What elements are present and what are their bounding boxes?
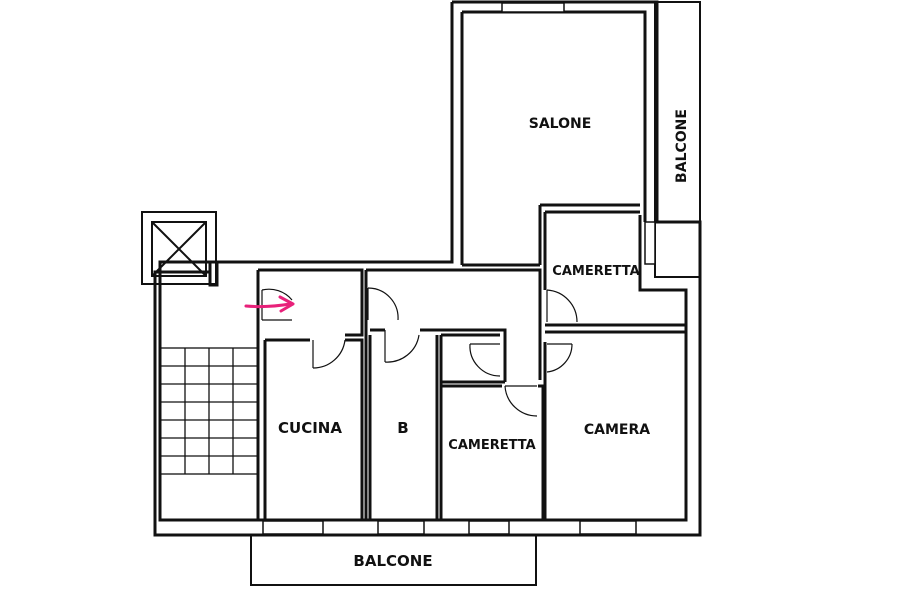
- label-salone: SALONE: [529, 116, 592, 132]
- elevator-shaft-icon: [141, 211, 217, 285]
- balcone-bottom: [250, 535, 537, 586]
- interior-walls: [256, 203, 686, 520]
- room-labels: SALONE BALCONE CAMERETTA CUCINA B CAMERE…: [278, 109, 690, 570]
- label-cameretta-top: CAMERETTA: [552, 264, 639, 279]
- label-cucina: CUCINA: [278, 419, 342, 437]
- doors: [261, 287, 578, 417]
- label-balcone-right: BALCONE: [674, 109, 690, 183]
- balcone-right: [654, 1, 701, 278]
- arrow-right-icon: [244, 295, 295, 313]
- label-bagno: B: [397, 419, 408, 437]
- staircase: [159, 347, 259, 475]
- label-camera: CAMERA: [584, 422, 650, 438]
- windows: [262, 2, 656, 535]
- label-balcone-bottom: BALCONE: [353, 552, 432, 570]
- label-cameretta-bottom: CAMERETTA: [448, 438, 535, 453]
